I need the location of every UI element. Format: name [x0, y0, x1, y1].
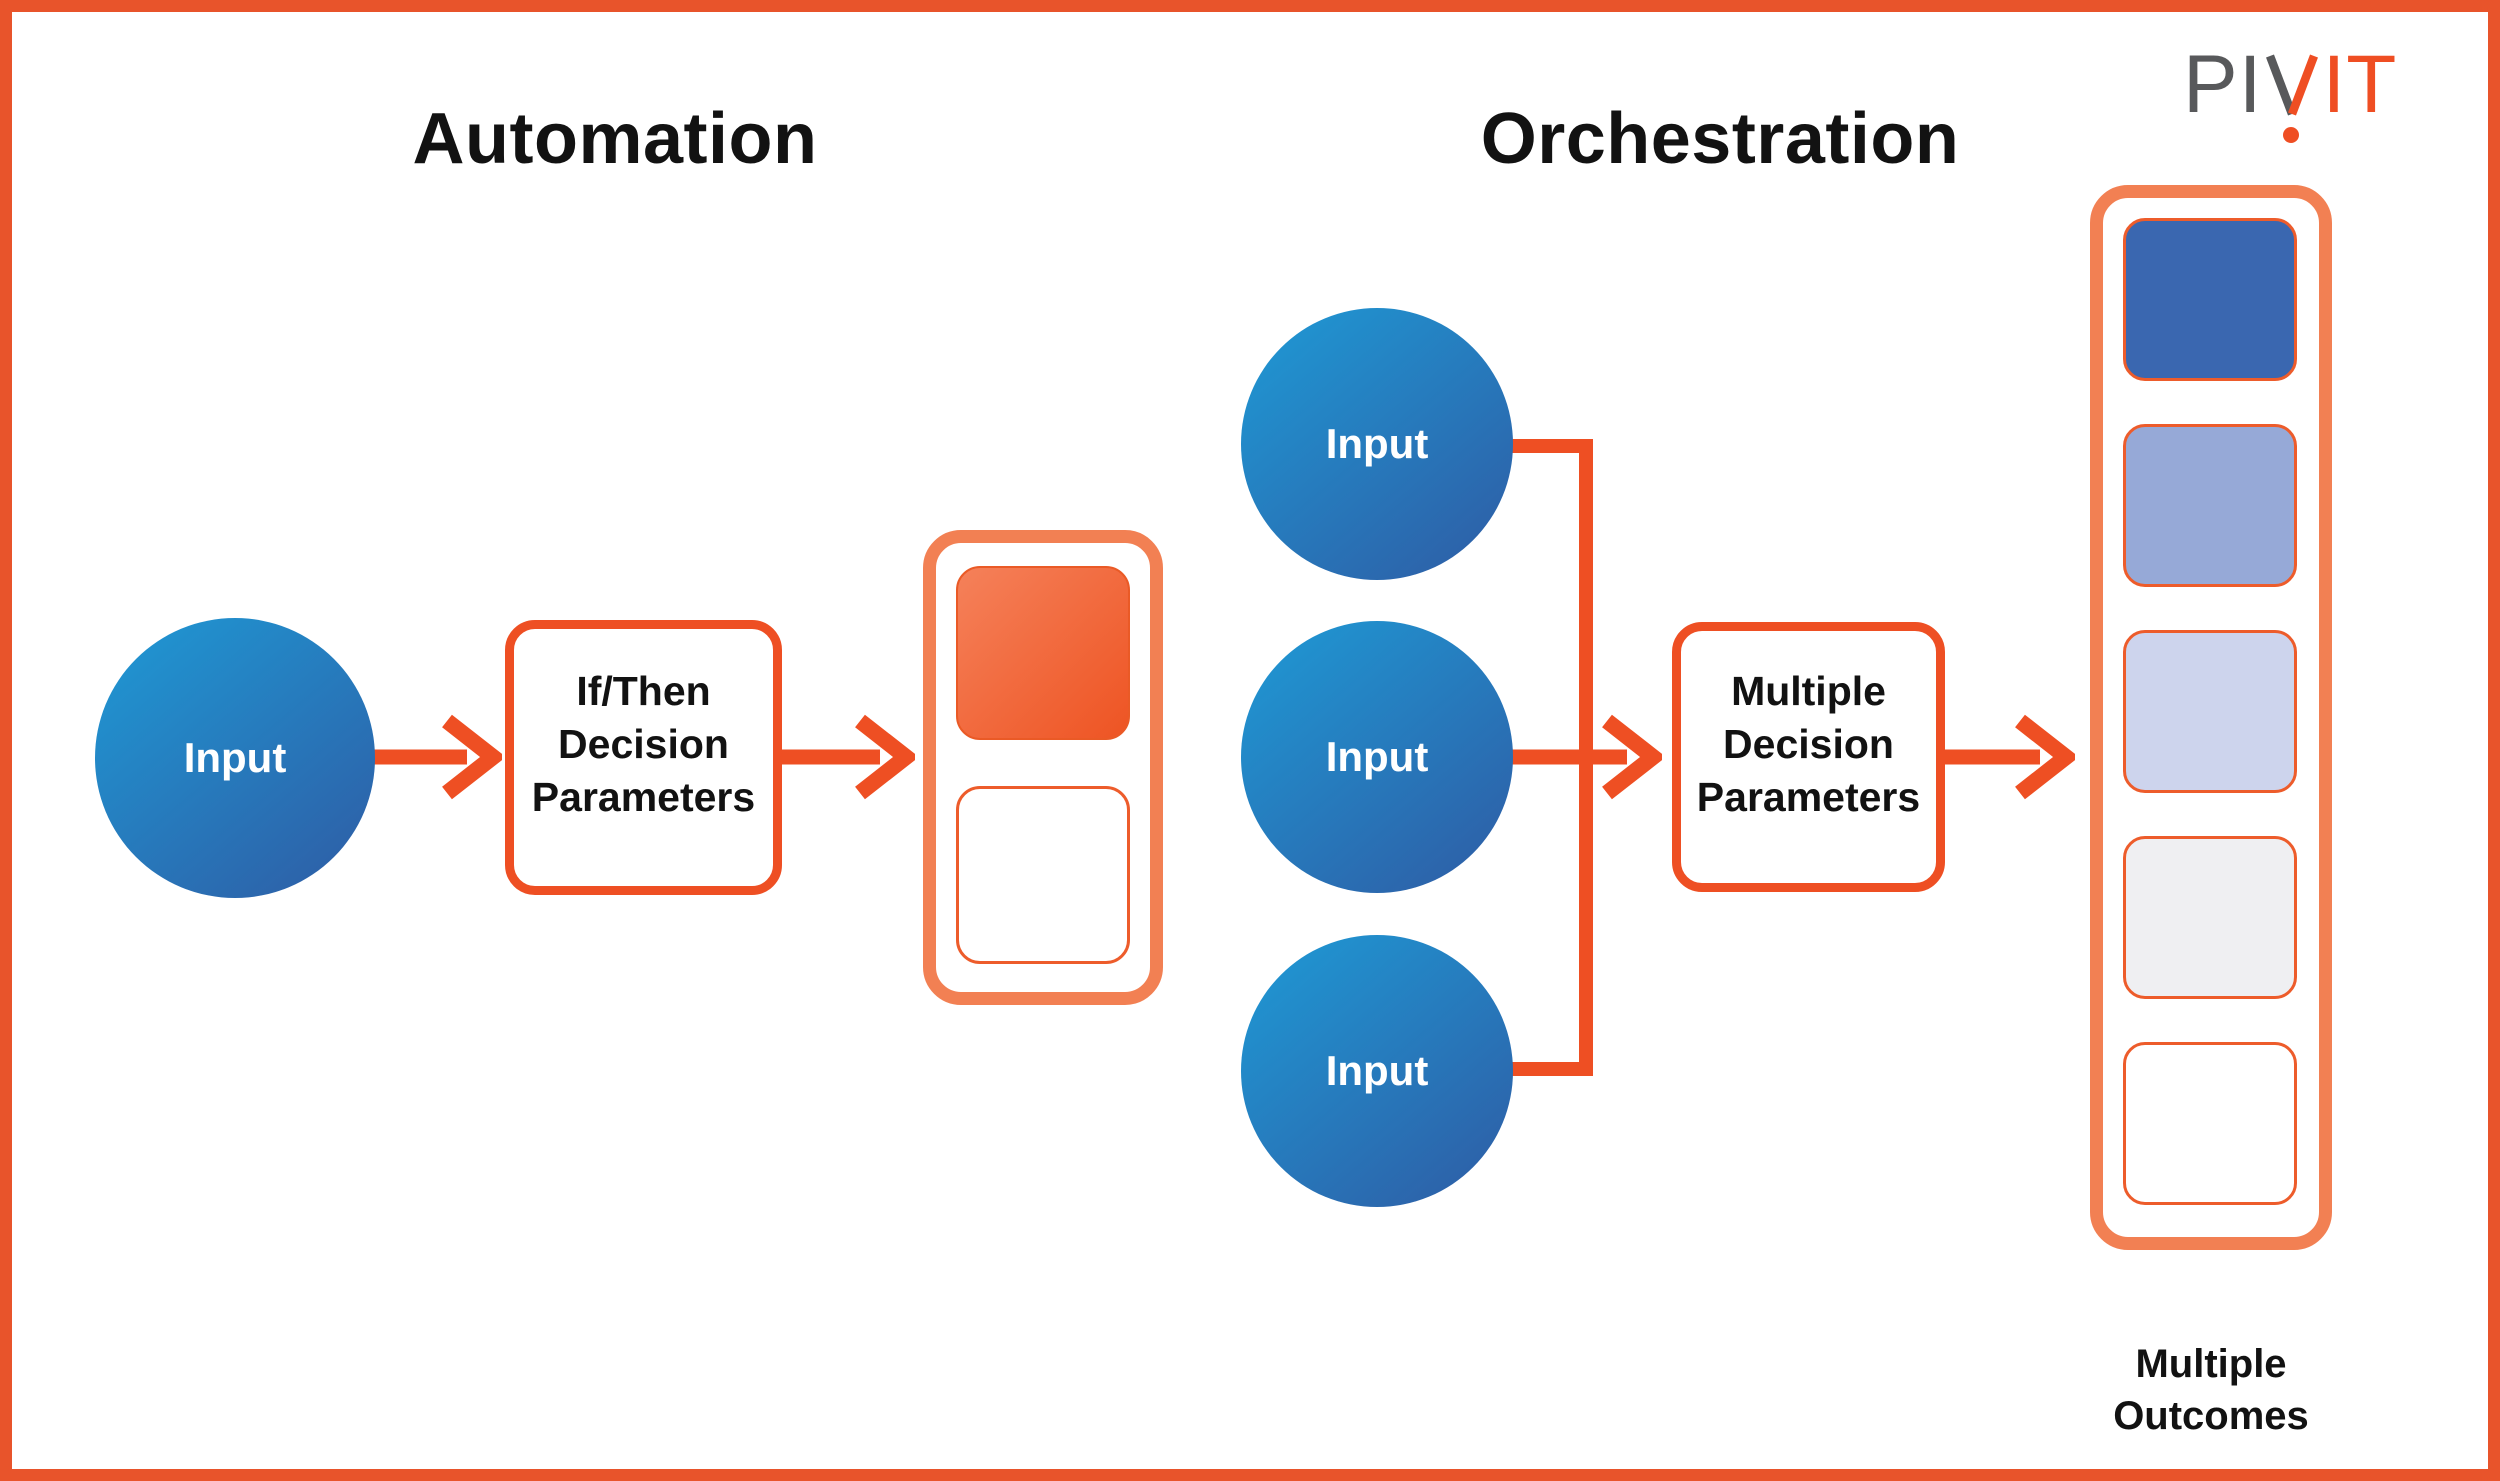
multiple-outcomes-label: Multiple Outcomes — [2085, 1338, 2337, 1442]
arrow-mdp-to-outcomes — [1925, 714, 2075, 800]
orchestration-input-circle-3: Input — [1241, 935, 1513, 1207]
outcome-square-4 — [2123, 836, 2297, 999]
automation-outcome-filled-square — [956, 566, 1130, 740]
pivit-logo: PI IT — [2183, 44, 2397, 148]
logo-text-gray: PI — [2183, 39, 2263, 130]
ifthen-line-2: Decision — [558, 721, 729, 767]
mdp-line-2: Decision — [1723, 720, 1894, 767]
orchestration-title: Orchestration — [1480, 99, 1960, 179]
arrow-inputs-to-mdp — [1512, 714, 1662, 800]
outcomes-label-line-2: Outcomes — [2113, 1394, 2309, 1438]
orchestration-input-label-2: Input — [1325, 733, 1429, 780]
ifthen-line-3: Parameters — [531, 774, 756, 820]
arrow-ifthen-to-outcome — [765, 714, 915, 800]
automation-title: Automation — [412, 99, 818, 179]
orchestration-input-label-1: Input — [1325, 420, 1429, 467]
logo-v-glyph — [2266, 54, 2319, 143]
ifthen-decision-box: If/Then Decision Parameters — [505, 620, 782, 895]
mdp-line-3: Parameters — [1696, 773, 1921, 820]
outcome-square-1 — [2123, 218, 2297, 381]
orchestration-input-circle-2: Input — [1241, 621, 1513, 893]
automation-outcome-empty-square — [956, 786, 1130, 964]
multiple-outcomes-container — [2090, 185, 2332, 1250]
outcome-square-3 — [2123, 630, 2297, 793]
orchestration-input-label-3: Input — [1325, 1047, 1429, 1094]
automation-input-label: Input — [183, 734, 287, 781]
outcome-square-2 — [2123, 424, 2297, 587]
automation-outcome-container — [923, 530, 1163, 1005]
ifthen-line-1: If/Then — [576, 668, 711, 714]
orchestration-input-circle-1: Input — [1241, 308, 1513, 580]
outcomes-label-line-1: Multiple — [2135, 1342, 2287, 1386]
automation-input-circle: Input — [95, 618, 375, 898]
multiple-decision-box: Multiple Decision Parameters — [1672, 622, 1945, 892]
outcome-square-5 — [2123, 1042, 2297, 1205]
mdp-line-1: Multiple — [1731, 667, 1886, 714]
logo-text-orange: IT — [2322, 39, 2398, 130]
